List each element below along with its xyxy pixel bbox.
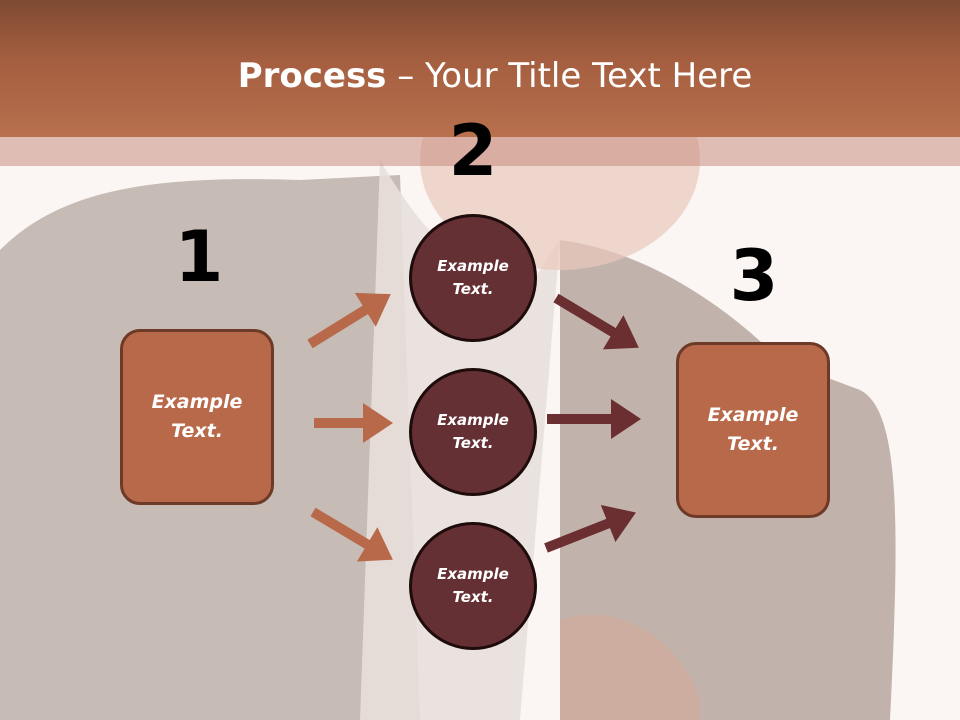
circle-top-label: Example Text. xyxy=(437,257,509,298)
right-step-label: Example Text. xyxy=(707,404,799,455)
right-step-box: Example Text. xyxy=(676,342,830,518)
circle-bottom-label: Example Text. xyxy=(437,565,509,606)
arrow-top-to-right xyxy=(553,293,639,350)
title-bold: Process xyxy=(237,56,387,96)
circle-top: Example Text. xyxy=(409,214,537,342)
title-rest: – Your Title Text Here xyxy=(386,56,753,96)
circle-middle-label: Example Text. xyxy=(437,411,509,452)
circle-middle: Example Text. xyxy=(409,368,537,496)
circle-bottom: Example Text. xyxy=(409,522,537,650)
step-number-3: 3 xyxy=(729,235,779,317)
title-banner xyxy=(0,0,960,137)
left-step-label: Example Text. xyxy=(151,391,243,442)
left-step-box: Example Text. xyxy=(120,329,274,505)
arrow-bottom-to-right xyxy=(544,504,636,553)
title-banner-strip xyxy=(0,137,960,166)
arrow-left-to-top xyxy=(307,292,391,349)
step-number-1: 1 xyxy=(174,216,224,298)
arrow-left-to-bottom xyxy=(310,507,393,562)
step-number-2: 2 xyxy=(448,110,498,192)
page-title: Process – Your Title Text Here xyxy=(0,54,960,98)
